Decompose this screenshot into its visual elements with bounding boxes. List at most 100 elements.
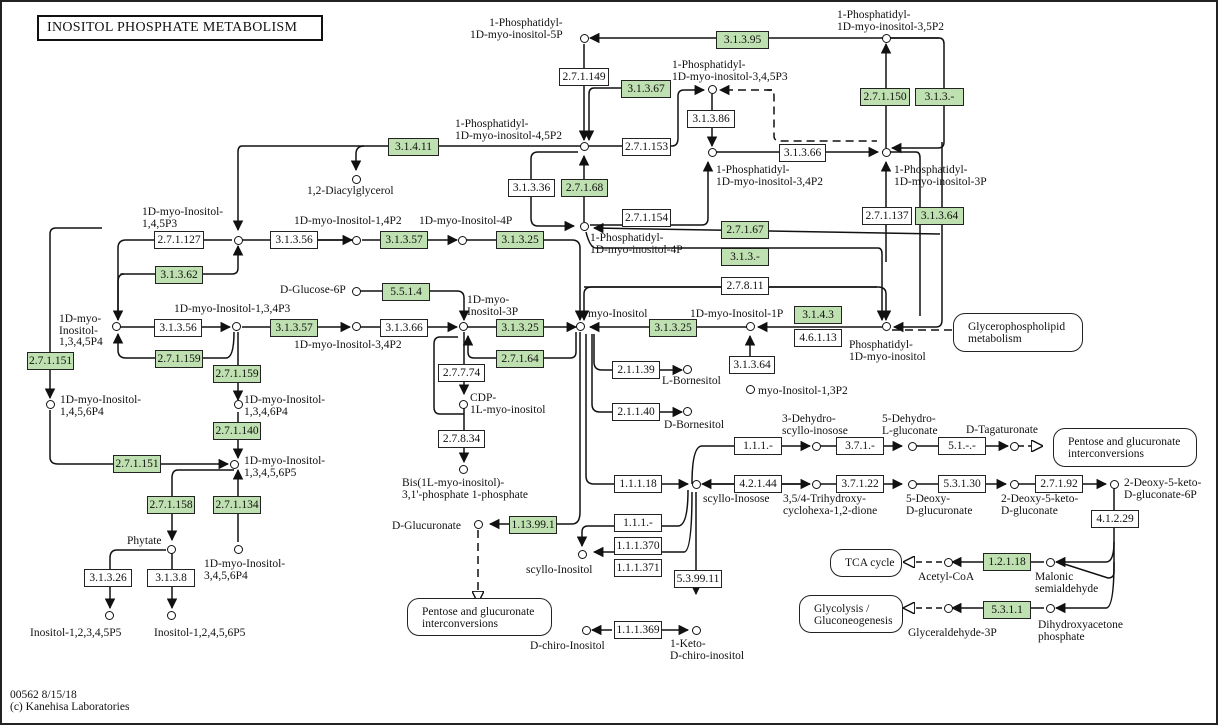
enzyme-box[interactable]: 3.1.3.64 <box>915 207 964 225</box>
compound-node[interactable] <box>882 148 891 157</box>
compound-node[interactable] <box>352 287 361 296</box>
enzyme-box[interactable]: 2.7.1.127 <box>154 231 204 249</box>
enzyme-box[interactable]: 1.1.1.370 <box>614 537 662 555</box>
enzyme-box[interactable]: 1.1.1.369 <box>614 621 662 639</box>
compound-node[interactable] <box>580 222 589 231</box>
enzyme-box[interactable]: 4.2.1.44 <box>734 475 782 493</box>
enzyme-box[interactable]: 2.7.1.92 <box>1035 475 1083 493</box>
enzyme-box[interactable]: 3.1.4.11 <box>388 138 439 156</box>
enzyme-box[interactable]: 2.7.1.159 <box>155 350 203 368</box>
compound-node[interactable] <box>352 175 361 184</box>
compound-node[interactable] <box>708 148 717 157</box>
compound-node[interactable] <box>812 480 821 489</box>
enzyme-box[interactable]: 3.1.3.66 <box>779 144 826 162</box>
compound-node[interactable] <box>576 322 585 331</box>
enzyme-box[interactable]: 2.7.1.150 <box>860 88 910 106</box>
compound-node[interactable] <box>474 520 483 529</box>
map-link-pentose-glucuronate[interactable]: Pentose and glucuronate interconversions <box>407 598 552 636</box>
compound-node[interactable] <box>908 442 917 451</box>
enzyme-box[interactable]: 2.7.1.68 <box>561 179 608 197</box>
enzyme-box[interactable]: 1.1.1.- <box>614 514 662 532</box>
compound-node[interactable] <box>352 322 361 331</box>
enzyme-box[interactable]: 3.1.3.56 <box>270 231 318 249</box>
enzyme-box[interactable]: 3.1.3.64 <box>729 356 775 374</box>
enzyme-box[interactable]: 3.1.3.56 <box>154 319 202 337</box>
enzyme-box[interactable]: 3.1.3.- <box>721 248 769 266</box>
map-link-pentose-glucuronate[interactable]: Pentose and glucuronate interconversions <box>1053 428 1197 467</box>
enzyme-box[interactable]: 3.1.3.25 <box>649 319 697 337</box>
compound-node[interactable] <box>944 604 953 613</box>
enzyme-box[interactable]: 2.7.1.134 <box>213 496 261 514</box>
compound-node[interactable] <box>459 322 468 331</box>
enzyme-box[interactable]: 2.7.7.74 <box>438 364 485 382</box>
enzyme-box[interactable]: 1.1.1.- <box>734 437 782 455</box>
compound-node[interactable] <box>882 322 891 331</box>
compound-node[interactable] <box>230 460 239 469</box>
enzyme-box[interactable]: 3.7.1.22 <box>836 475 884 493</box>
enzyme-box[interactable]: 3.1.3.62 <box>155 266 203 284</box>
compound-node[interactable] <box>167 611 176 620</box>
compound-node[interactable] <box>167 545 176 554</box>
enzyme-box[interactable]: 2.7.1.159 <box>213 365 261 383</box>
enzyme-box[interactable]: 2.7.1.158 <box>147 496 195 514</box>
compound-node[interactable] <box>708 85 717 94</box>
compound-node[interactable] <box>580 34 589 43</box>
enzyme-box[interactable]: 3.1.3.8 <box>147 569 195 587</box>
enzyme-box[interactable]: 1.13.99.1 <box>509 516 557 534</box>
enzyme-box[interactable]: 1.2.1.18 <box>983 553 1031 571</box>
compound-node[interactable] <box>908 480 917 489</box>
enzyme-box[interactable]: 3.1.3.86 <box>687 110 735 128</box>
enzyme-box[interactable]: 2.7.1.154 <box>622 209 671 227</box>
compound-node[interactable] <box>459 465 468 474</box>
enzyme-box[interactable]: 2.7.8.34 <box>438 430 485 448</box>
compound-node[interactable] <box>582 626 591 635</box>
compound-node[interactable] <box>1046 604 1055 613</box>
enzyme-box[interactable]: 2.7.1.151 <box>27 352 74 370</box>
enzyme-box[interactable]: 1.1.1.371 <box>614 559 662 577</box>
compound-node[interactable] <box>812 442 821 451</box>
enzyme-box[interactable]: 2.7.1.149 <box>559 68 609 86</box>
compound-node[interactable] <box>105 611 114 620</box>
enzyme-box[interactable]: 2.1.1.39 <box>612 361 660 379</box>
enzyme-box[interactable]: 2.7.1.140 <box>213 422 261 440</box>
enzyme-box[interactable]: 3.1.3.57 <box>270 319 318 337</box>
enzyme-box[interactable]: 1.1.1.18 <box>614 475 662 493</box>
enzyme-box[interactable]: 4.6.1.13 <box>794 329 842 347</box>
enzyme-box[interactable]: 2.7.1.151 <box>113 455 161 473</box>
compound-node[interactable] <box>1046 558 1055 567</box>
enzyme-box[interactable]: 2.7.1.153 <box>622 138 671 156</box>
compound-node[interactable] <box>234 236 243 245</box>
compound-node[interactable] <box>234 400 243 409</box>
map-link-glycerophospholipid[interactable]: Glycerophospholipid metabolism <box>953 313 1083 352</box>
compound-node[interactable] <box>746 385 755 394</box>
compound-node[interactable] <box>234 545 243 554</box>
compound-node[interactable] <box>112 322 121 331</box>
enzyme-box[interactable]: 5.5.1.4 <box>382 283 430 301</box>
compound-node[interactable] <box>232 322 241 331</box>
enzyme-box[interactable]: 5.3.1.30 <box>938 475 986 493</box>
compound-node[interactable] <box>458 236 467 245</box>
enzyme-box[interactable]: 2.7.1.64 <box>496 350 544 368</box>
enzyme-box[interactable]: 3.1.3.26 <box>84 569 132 587</box>
enzyme-box[interactable]: 3.1.3.57 <box>380 231 428 249</box>
enzyme-box[interactable]: 5.3.1.1 <box>983 601 1031 619</box>
enzyme-box[interactable]: 3.7.1.- <box>836 437 884 455</box>
enzyme-box[interactable]: 2.7.1.137 <box>862 207 912 225</box>
compound-node[interactable] <box>683 407 692 416</box>
compound-node[interactable] <box>459 400 468 409</box>
compound-node[interactable] <box>1110 480 1119 489</box>
enzyme-box[interactable]: 3.1.3.95 <box>716 31 769 49</box>
enzyme-box[interactable]: 3.1.3.- <box>915 88 964 106</box>
enzyme-box[interactable]: 3.1.3.67 <box>621 80 671 98</box>
enzyme-box[interactable]: 3.1.3.25 <box>496 231 544 249</box>
enzyme-box[interactable]: 3.1.3.25 <box>496 319 544 337</box>
enzyme-box[interactable]: 5.3.99.11 <box>674 570 722 588</box>
enzyme-box[interactable]: 2.7.8.11 <box>721 277 769 295</box>
enzyme-box[interactable]: 3.1.3.66 <box>380 319 428 337</box>
compound-node[interactable] <box>692 626 701 635</box>
compound-node[interactable] <box>746 322 755 331</box>
map-link-tca-cycle[interactable]: TCA cycle <box>830 549 902 577</box>
enzyme-box[interactable]: 2.1.1.40 <box>612 403 660 421</box>
compound-node[interactable] <box>1010 442 1019 451</box>
compound-node[interactable] <box>46 400 55 409</box>
